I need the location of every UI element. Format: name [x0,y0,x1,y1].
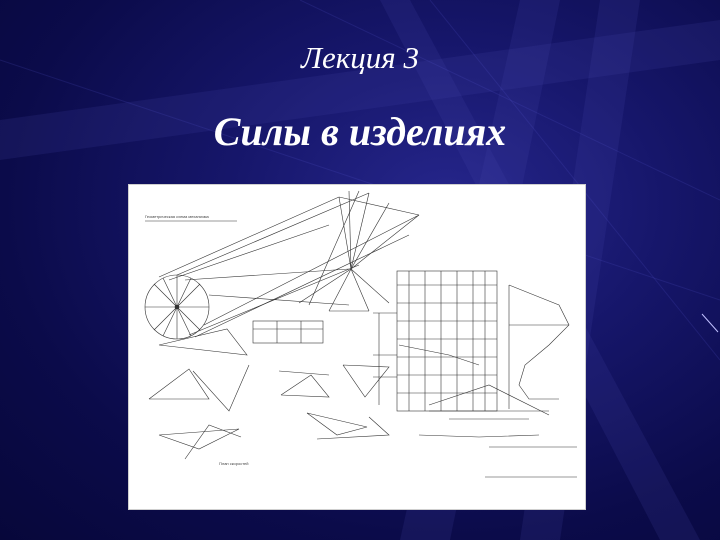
force-diagram-drawing: Геометрическая схема механизма План скор… [144,190,577,478]
drawing-caption-top: Геометрическая схема механизма [145,214,209,219]
lecture-number: Лекция 3 [301,40,419,75]
engineering-drawing: Геометрическая схема механизма План скор… [128,184,586,510]
drawing-caption-bottom: План скоростей [219,461,248,466]
edge-stroke-mark [701,313,719,333]
slide-title: Силы в изделиях [213,109,507,154]
